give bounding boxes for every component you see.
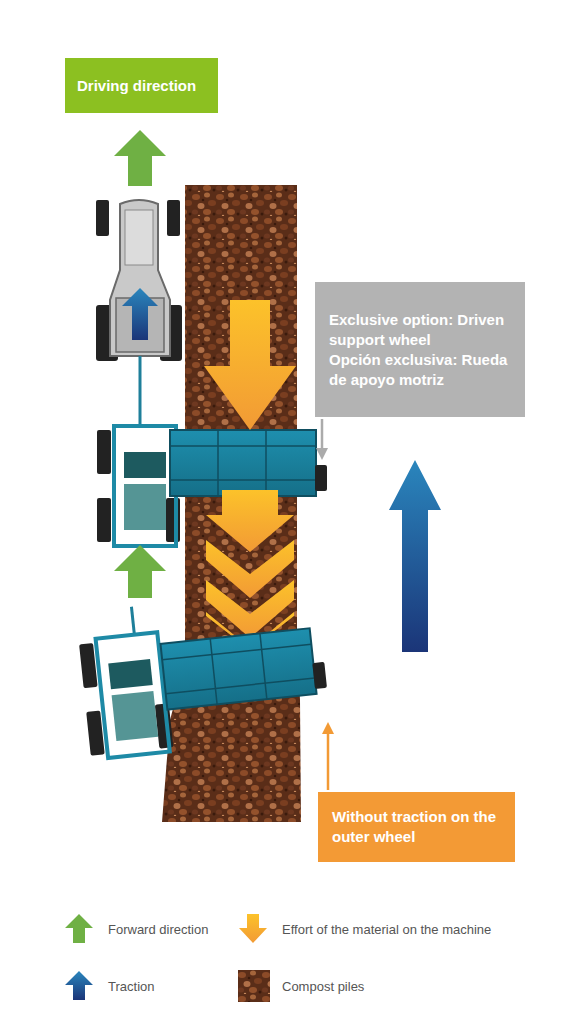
box-text: Exclusive option: Driven support wheel xyxy=(329,310,511,350)
label-box: Driving direction xyxy=(65,58,218,113)
legend-text: Forward direction xyxy=(108,922,208,937)
traction-arrow xyxy=(389,460,441,652)
legend-entry: Effort of the material on the machine xyxy=(238,913,491,945)
turner xyxy=(97,426,327,546)
label-box: Exclusive option: Driven support wheelOp… xyxy=(315,282,525,417)
legend-text: Traction xyxy=(108,979,154,994)
legend-text: Compost piles xyxy=(282,979,364,994)
box-text: Driving direction xyxy=(77,76,206,95)
legend-entry: Compost piles xyxy=(238,970,364,1002)
legend-symbol xyxy=(238,913,270,945)
compost-pile xyxy=(162,185,301,822)
box-text: Without traction on the outer wheel xyxy=(332,807,501,847)
forward-arrow xyxy=(114,130,166,186)
legend-symbol xyxy=(238,970,270,1002)
effort-arrow xyxy=(204,300,296,430)
tractor xyxy=(96,200,182,426)
legend-entry: Forward direction xyxy=(64,913,208,945)
turner xyxy=(76,587,332,759)
legend-symbol xyxy=(64,913,96,945)
label-box: Without traction on the outer wheel xyxy=(318,792,515,862)
legend-symbol xyxy=(64,970,96,1002)
leader-line xyxy=(316,419,328,460)
forward-arrow xyxy=(114,545,166,598)
legend-entry: Traction xyxy=(64,970,154,1002)
box-text: Opción exclusiva: Rueda de apoyo motriz xyxy=(329,350,511,390)
leader-line xyxy=(322,722,334,790)
effort-chevrons xyxy=(206,490,294,652)
legend-text: Effort of the material on the machine xyxy=(282,922,491,937)
